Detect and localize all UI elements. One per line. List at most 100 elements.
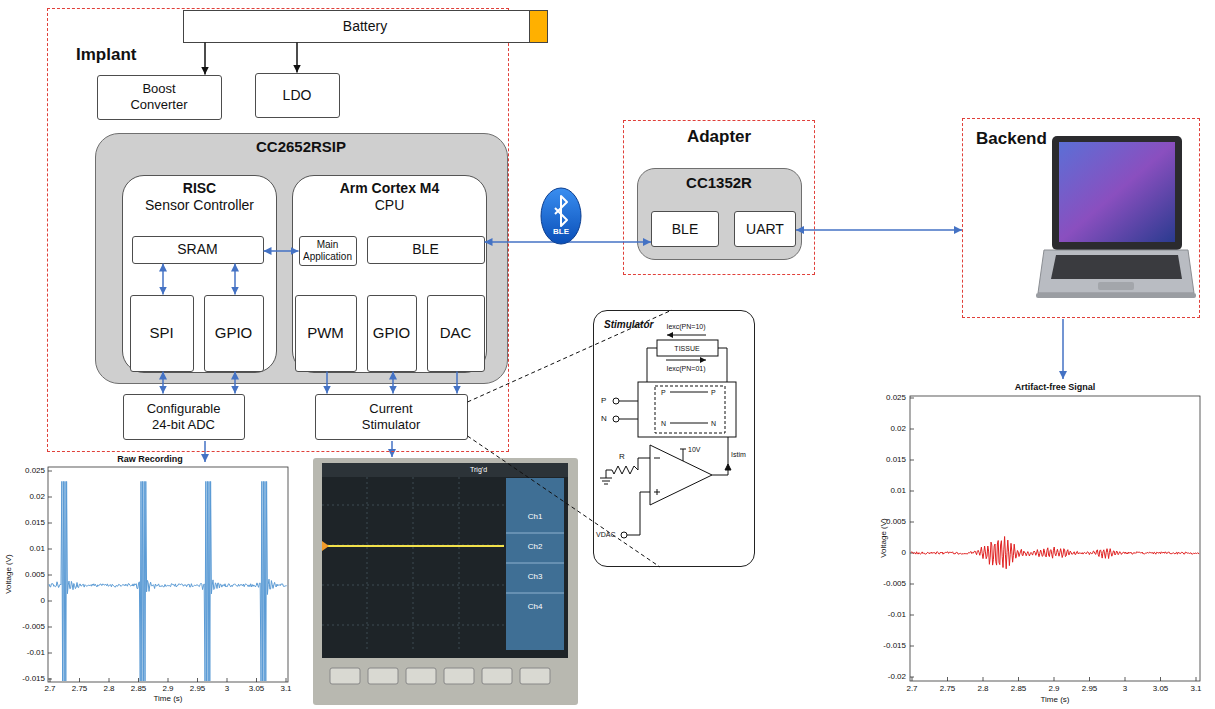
node-title: Main Application [302, 239, 354, 263]
line-shape [506, 563, 564, 564]
label-holder: N [601, 414, 607, 424]
label-holder: Voltage (V) [4, 554, 14, 594]
label-holder: 0.01 [890, 486, 906, 496]
rect-shape [655, 386, 725, 433]
region-box: AdapterCC1352RBLEUART [623, 120, 815, 275]
text-label: TISSUE [674, 344, 699, 353]
connector-arrow [326, 372, 328, 394]
text-label: 2.8 [977, 684, 988, 694]
axis-tick [48, 575, 52, 576]
axis-tick [256, 678, 257, 682]
text-label: -0.015 [883, 641, 906, 651]
text-label: Time (s) [153, 694, 182, 704]
axis-tick [109, 678, 110, 682]
connector-arrow [234, 372, 236, 394]
rect-shape [322, 463, 568, 477]
text-label: BLE [553, 227, 569, 237]
rect-shape [406, 668, 436, 684]
label-holder: P [711, 388, 716, 397]
label-holder: -0.005 [883, 579, 906, 589]
text-label: Time (s) [1040, 695, 1069, 705]
text-label: Ch3 [528, 572, 543, 582]
label-holder: Iexc(PN=10) [666, 322, 705, 331]
signal-trace [49, 481, 287, 681]
text-label: 3.05 [249, 684, 265, 694]
polyline-shape [647, 348, 657, 382]
node-title: Backend [976, 129, 1199, 149]
text-label: P [601, 396, 606, 406]
text-label: Istim [731, 450, 746, 459]
text-label: -0.02 [888, 672, 906, 682]
adc-box: Configurable 24-bit ADC [123, 394, 245, 440]
axis-tick [1089, 677, 1090, 681]
polyline-shape [718, 348, 727, 382]
node-title: CC1352R [638, 174, 801, 192]
battery-box: Battery [183, 10, 548, 43]
rect-shape [1059, 142, 1175, 242]
line-shape [680, 449, 686, 450]
core-box: RISCSensor ControllerSRAMSPIGPIO [122, 175, 277, 373]
g-shape [322, 477, 504, 650]
line-shape [459, 477, 460, 650]
label-holder: 3 [1123, 684, 1127, 694]
axis-tick [227, 678, 228, 682]
label-holder: -0.005 [22, 622, 45, 632]
text-label: Ch4 [528, 602, 543, 612]
label-holder: Ch1 [528, 512, 543, 522]
raw-chart [48, 467, 288, 682]
label-holder: 2.9 [162, 684, 173, 694]
text-label: 2.8 [103, 684, 114, 694]
label-holder: 2.75 [72, 684, 88, 694]
rect-shape [444, 668, 474, 684]
label-holder: 0.02 [29, 492, 45, 502]
rect-shape [910, 396, 1200, 681]
line-shape [654, 458, 660, 459]
axis-tick [910, 584, 914, 585]
text-label: 2.85 [1011, 684, 1027, 694]
label-holder: TISSUE [674, 344, 699, 353]
axis-tick [910, 491, 914, 492]
circle-shape [621, 532, 627, 538]
node-title: Configurable 24-bit ADC [136, 401, 232, 432]
axis-tick [48, 601, 52, 602]
chip-box: CC1352R BLE UART [637, 168, 802, 260]
text-label: Ch2 [528, 542, 543, 552]
signal-trace [911, 537, 1199, 569]
software-box: BLE [651, 211, 719, 247]
bluetooth-badge [541, 188, 581, 244]
text-label: 2.9 [1048, 684, 1059, 694]
core-box: Arm Cortex M4CPUMain ApplicationBLEPWMGP… [292, 175, 487, 373]
axis-tick [983, 677, 984, 681]
line-shape [506, 593, 564, 594]
label-holder: -0.015 [883, 641, 906, 651]
rect-shape [482, 668, 512, 684]
axis-tick [48, 497, 52, 498]
leader-arrow [391, 441, 393, 457]
rect-shape [322, 463, 568, 658]
text-label: N [711, 419, 716, 428]
text-label: 3.1 [1190, 684, 1201, 694]
connector-arrow [392, 372, 394, 394]
zoom-leader [468, 310, 673, 402]
software-box: UART [734, 211, 796, 247]
axis-tick [48, 549, 52, 550]
axis-tick [138, 678, 139, 682]
inset-box: Stimulator [593, 310, 755, 567]
text-label: R [619, 452, 625, 462]
text-label: -0.005 [883, 579, 906, 589]
label-holder: 2.95 [1082, 684, 1098, 694]
polyline-shape [606, 458, 650, 478]
label-holder: -0.02 [888, 672, 906, 682]
text-label: 0.005 [886, 517, 906, 527]
laptop-illustration [1036, 136, 1196, 298]
text-label: N [661, 419, 666, 428]
axis-tick [910, 646, 914, 647]
text-label: 10V [688, 445, 700, 454]
memory-box: SRAM [132, 236, 264, 264]
text-label: 2.7 [906, 684, 917, 694]
label-holder: Ch2 [528, 542, 543, 552]
line-shape [600, 478, 612, 479]
peripheral-box: GPIO [204, 295, 264, 372]
label-holder: 3.05 [249, 684, 265, 694]
axis-tick [910, 398, 914, 399]
